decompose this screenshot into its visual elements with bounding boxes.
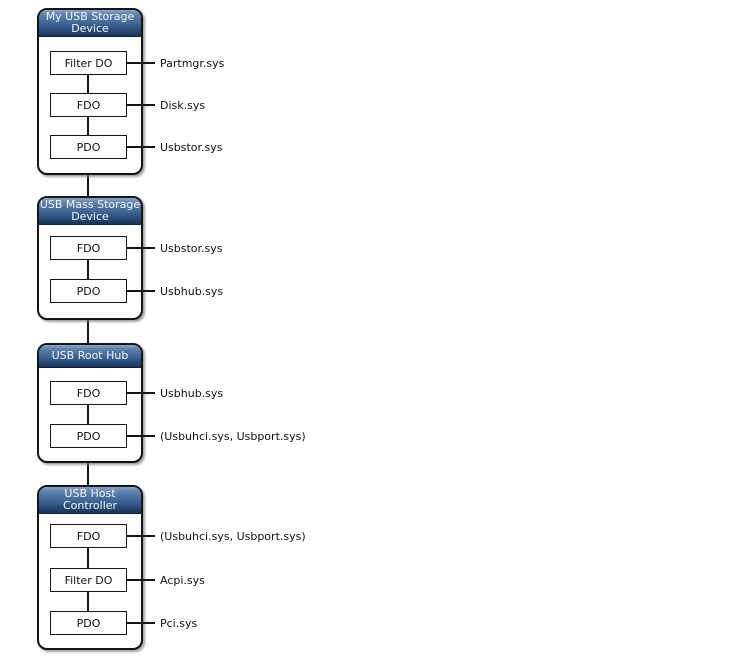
device-object-box: PDO [50, 424, 127, 448]
label-connector-line [127, 104, 155, 106]
label-connector-line [127, 290, 155, 292]
do-connector-line [87, 592, 89, 611]
driver-name-label: Pci.sys [160, 616, 198, 630]
do-connector-line [87, 548, 89, 568]
label-connector-line [127, 535, 155, 537]
driver-name-label: Usbhub.sys [160, 284, 224, 298]
do-row: PDO Usbhub.sys [50, 279, 223, 303]
device-object-box: FDO [50, 524, 127, 548]
label-connector-line [127, 579, 155, 581]
device-object-box: FDO [50, 93, 127, 117]
driver-name-label: Disk.sys [160, 98, 206, 112]
label-connector-line [127, 435, 155, 437]
stack-connector-line [87, 318, 89, 345]
driver-name-label: Usbhub.sys [160, 386, 224, 400]
driver-name-label: (Usbuhci.sys, Usbport.sys) [160, 529, 306, 543]
driver-name-label: Partmgr.sys [160, 56, 225, 70]
do-connector-line [87, 75, 89, 93]
device-object-box: Filter DO [50, 51, 127, 75]
do-row: FDO (Usbuhci.sys, Usbport.sys) [50, 524, 306, 548]
driver-name-label: Acpi.sys [160, 573, 205, 587]
driver-name-label: Usbstor.sys [160, 140, 223, 154]
do-connector-line [87, 117, 89, 135]
device-stack-usb-host-controller: USB Host Controller FDO (Usbuhci.sys, Us… [37, 485, 306, 650]
do-row: FDO Disk.sys [50, 93, 205, 117]
device-stack-my-usb-storage-device: My USB Storage Device Filter DO Partmgr.… [37, 8, 224, 175]
stack-connector-line [87, 461, 89, 487]
stack-title: USB Root Hub [39, 345, 141, 368]
device-object-box: PDO [50, 135, 127, 159]
driver-name-label: (Usbuhci.sys, Usbport.sys) [160, 429, 306, 443]
stack-connector-line [87, 173, 89, 198]
device-object-box: FDO [50, 381, 127, 405]
do-connector-line [87, 260, 89, 279]
device-object-box: FDO [50, 236, 127, 260]
do-row: FDO Usbhub.sys [50, 381, 223, 405]
do-row: Filter DO Partmgr.sys [50, 51, 224, 75]
device-object-box: PDO [50, 279, 127, 303]
do-connector-line [87, 405, 89, 424]
do-row: PDO (Usbuhci.sys, Usbport.sys) [50, 424, 306, 448]
do-row: PDO Pci.sys [50, 611, 197, 635]
driver-name-label: Usbstor.sys [160, 241, 223, 255]
device-object-box: Filter DO [50, 568, 127, 592]
stack-title: USB Mass Storage Device [39, 198, 141, 225]
do-row: FDO Usbstor.sys [50, 236, 223, 260]
do-row: Filter DO Acpi.sys [50, 568, 205, 592]
do-row: PDO Usbstor.sys [50, 135, 223, 159]
device-stack-usb-root-hub: USB Root Hub FDO Usbhub.sys PDO (Usbuhci… [37, 343, 306, 463]
device-stack-usb-mass-storage-device: USB Mass Storage Device FDO Usbstor.sys … [37, 196, 223, 320]
stack-title: USB Host Controller [39, 487, 141, 514]
device-object-box: PDO [50, 611, 127, 635]
label-connector-line [127, 146, 155, 148]
label-connector-line [127, 622, 155, 624]
label-connector-line [127, 247, 155, 249]
stack-title: My USB Storage Device [39, 10, 141, 37]
label-connector-line [127, 392, 155, 394]
label-connector-line [127, 62, 155, 64]
